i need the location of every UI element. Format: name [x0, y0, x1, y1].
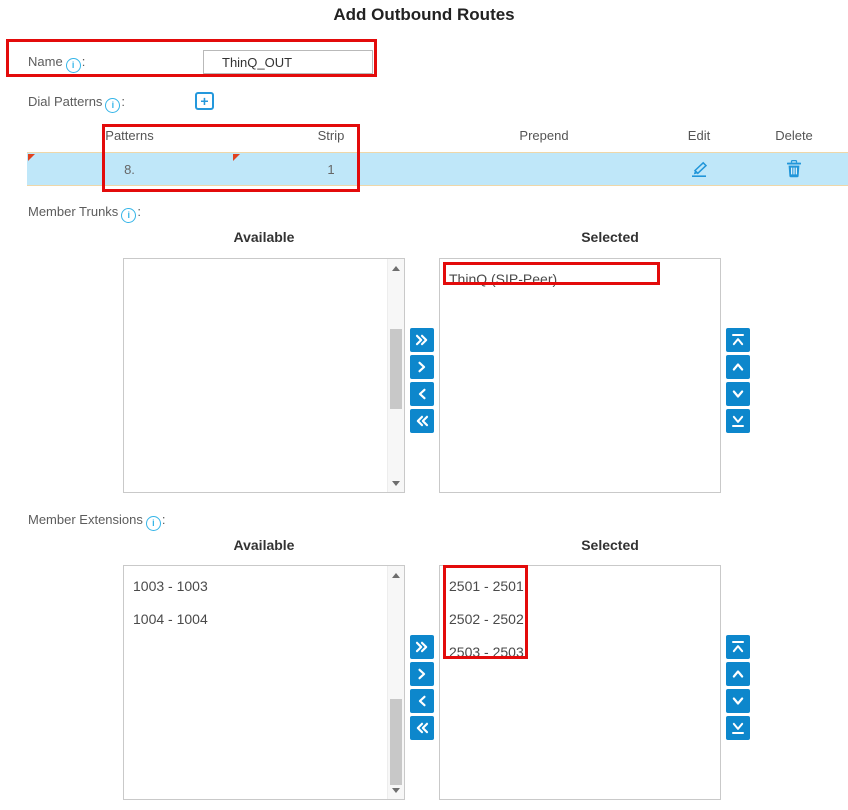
scroll-up-button[interactable] — [388, 567, 404, 583]
scroll-down-button[interactable] — [388, 782, 404, 798]
info-icon: i — [65, 58, 81, 73]
trash-icon — [787, 160, 801, 178]
extensions-move-up-button[interactable] — [726, 662, 750, 686]
chevron-double-left-icon — [416, 415, 429, 427]
page-title: Add Outbound Routes — [333, 5, 515, 24]
chevron-down-icon — [732, 390, 744, 398]
list-item[interactable]: 1003 - 1003 — [133, 578, 208, 594]
plus-icon: + — [200, 93, 209, 109]
trunks-selected-list[interactable]: ThinQ (SIP-Peer) — [439, 258, 721, 493]
list-item[interactable]: 1004 - 1004 — [133, 611, 208, 627]
move-to-top-icon — [732, 334, 744, 346]
trunks-available-list[interactable] — [123, 258, 405, 493]
trunks-move-down-button[interactable] — [726, 382, 750, 406]
column-header-edit: Edit — [687, 128, 711, 143]
trunks-move-all-left-button[interactable] — [410, 409, 434, 433]
chevron-left-icon — [418, 695, 426, 707]
pattern-cell[interactable]: 8. — [27, 153, 232, 185]
extensions-available-list[interactable]: 1003 - 1003 1004 - 1004 — [123, 565, 405, 800]
extensions-move-to-top-button[interactable] — [726, 635, 750, 659]
trunks-move-all-right-button[interactable] — [410, 328, 434, 352]
extensions-move-to-bottom-button[interactable] — [726, 716, 750, 740]
extensions-move-all-left-button[interactable] — [410, 716, 434, 740]
column-header-strip: Strip — [317, 128, 345, 143]
info-icon: i — [145, 516, 161, 531]
arrow-down-icon — [392, 480, 400, 486]
trunks-move-left-button[interactable] — [410, 382, 434, 406]
edited-cell-flag-icon — [233, 154, 240, 161]
chevron-up-icon — [732, 363, 744, 371]
extensions-move-left-button[interactable] — [410, 689, 434, 713]
info-icon: i — [105, 98, 121, 113]
move-to-bottom-icon — [732, 722, 744, 734]
trunks-available-header: Available — [233, 229, 295, 245]
trunks-move-to-bottom-button[interactable] — [726, 409, 750, 433]
chevron-right-icon — [418, 361, 426, 373]
info-icon: i — [121, 208, 137, 223]
prepend-cell — [430, 153, 658, 185]
edit-cell — [658, 153, 740, 185]
list-item[interactable]: 2503 - 2503 — [449, 644, 524, 660]
extensions-available-header: Available — [233, 537, 295, 553]
column-header-prepend: Prepend — [519, 128, 569, 143]
scrollbar[interactable] — [387, 259, 404, 492]
move-to-bottom-icon — [732, 415, 744, 427]
extensions-move-all-right-button[interactable] — [410, 635, 434, 659]
chevron-up-icon — [732, 670, 744, 678]
list-item[interactable]: 2502 - 2502 — [449, 611, 524, 627]
arrow-down-icon — [392, 787, 400, 793]
edited-cell-flag-icon — [28, 154, 35, 161]
column-header-patterns: Patterns — [105, 128, 154, 143]
move-to-top-icon — [732, 641, 744, 653]
delete-button[interactable] — [786, 160, 802, 178]
extensions-selected-list[interactable]: 2501 - 2501 2502 - 2502 2503 - 2503 — [439, 565, 721, 800]
pencil-icon — [692, 161, 708, 177]
chevron-down-icon — [732, 697, 744, 705]
scrollbar-thumb[interactable] — [390, 699, 402, 785]
scroll-down-button[interactable] — [388, 475, 404, 491]
chevron-double-right-icon — [415, 334, 428, 346]
dial-pattern-row[interactable]: 8. 1 — [27, 152, 848, 186]
name-input[interactable] — [203, 50, 373, 74]
dial-patterns-table-header: Patterns Strip Prepend Edit Delete — [27, 128, 848, 143]
column-header-delete: Delete — [775, 128, 813, 143]
arrow-up-icon — [392, 572, 400, 578]
delete-cell — [740, 153, 848, 185]
extensions-selected-header: Selected — [581, 537, 639, 553]
trunks-selected-header: Selected — [581, 229, 639, 245]
scrollbar-thumb[interactable] — [390, 329, 402, 409]
extensions-move-down-button[interactable] — [726, 689, 750, 713]
list-item[interactable]: ThinQ (SIP-Peer) — [449, 271, 558, 287]
trunks-move-up-button[interactable] — [726, 355, 750, 379]
chevron-double-left-icon — [416, 722, 429, 734]
trunks-move-to-top-button[interactable] — [726, 328, 750, 352]
trunks-move-right-button[interactable] — [410, 355, 434, 379]
strip-cell[interactable]: 1 — [232, 153, 430, 185]
edit-button[interactable] — [689, 161, 709, 177]
arrow-up-icon — [392, 265, 400, 271]
chevron-right-icon — [418, 668, 426, 680]
extensions-move-right-button[interactable] — [410, 662, 434, 686]
list-item[interactable]: 2501 - 2501 — [449, 578, 524, 594]
chevron-left-icon — [418, 388, 426, 400]
scrollbar[interactable] — [387, 566, 404, 799]
add-dial-pattern-button[interactable]: + — [195, 92, 214, 110]
scroll-up-button[interactable] — [388, 260, 404, 276]
chevron-double-right-icon — [415, 641, 428, 653]
